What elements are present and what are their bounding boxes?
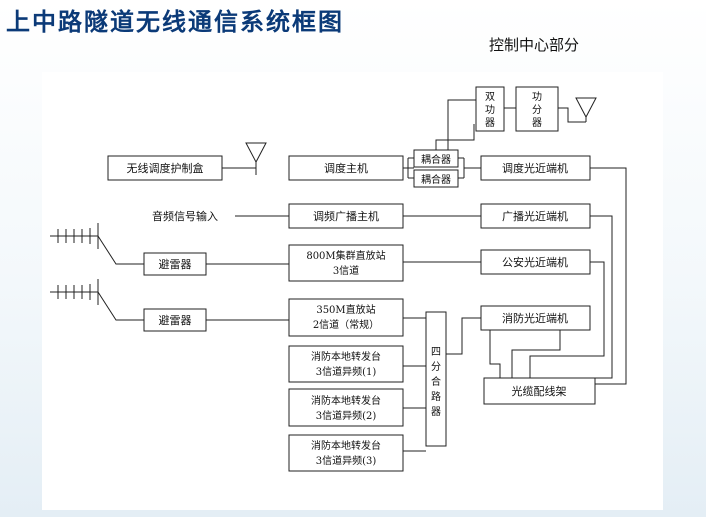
node-label: 无线调度护制盒 (127, 161, 204, 175)
node-label: 3信道异频(2) (316, 409, 377, 422)
diagram-subtitle: 控制中心部分 (489, 36, 580, 54)
coupler-node: 耦合器 (413, 149, 459, 168)
combiner-node: 四 分 合 路 器 (425, 311, 447, 447)
node-label: 器 (431, 406, 441, 418)
fire-fiber-node: 消防光近端机 (480, 305, 591, 331)
node-label: 路 (431, 390, 441, 403)
page-title: 上中路隧道无线通信系统框图 (6, 8, 344, 36)
lightning-arrester-node: 避雷器 (143, 308, 207, 332)
node-label: 2信道（常规） (313, 318, 379, 331)
dispatch-host-node: 调度主机 (288, 155, 404, 181)
node-label: 避雷器 (159, 313, 192, 327)
node-label: 消防本地转发台 (311, 394, 381, 407)
node-label: 避雷器 (159, 257, 192, 271)
node-label: 公安光近端机 (502, 255, 568, 269)
dual-amplifier-node: 双 功 器 (475, 86, 505, 132)
node-label: 调度主机 (324, 161, 368, 175)
coupler-node: 耦合器 (413, 169, 459, 188)
fire-local-repeater-node: 消防本地转发台 3信道异频(3) (288, 434, 404, 472)
fire-local-repeater-node: 消防本地转发台 3信道异频(2) (288, 388, 404, 427)
node-label: 器 (532, 117, 542, 129)
antenna-icon (575, 97, 597, 122)
node-label: 3信道 (333, 264, 359, 277)
repeater-350m-node: 350M直放站 2信道（常规） (288, 298, 404, 337)
node-label: 350M直放站 (316, 303, 375, 316)
dispatch-fiber-node: 调度光近端机 (480, 155, 591, 181)
wireless-control-box-node: 无线调度护制盒 (107, 155, 223, 181)
audio-input-label: 音频信号输入 (152, 209, 218, 223)
node-label: 调度光近端机 (502, 161, 568, 175)
node-label: 光缆配线架 (512, 384, 567, 398)
fm-broadcast-host-node: 调频广播主机 (288, 203, 404, 229)
node-label: 耦合器 (421, 173, 451, 186)
node-label: 双 (485, 91, 495, 103)
node-label: 3信道异频(3) (316, 454, 377, 467)
node-label: 800M集群直放站 (306, 249, 385, 262)
node-label: 器 (485, 117, 495, 129)
node-label: 分 (431, 361, 441, 373)
node-label: 耦合器 (421, 153, 451, 166)
node-label: 调频广播主机 (313, 209, 379, 223)
repeater-800m-node: 800M集群直放站 3信道 (288, 244, 404, 282)
node-label: 分 (532, 104, 542, 116)
yagi-antenna-icon (50, 223, 99, 249)
lightning-arrester-node: 避雷器 (143, 252, 207, 276)
power-divider-node: 功 分 器 (515, 86, 559, 132)
node-label: 消防本地转发台 (311, 350, 381, 363)
node-label: 广播光近端机 (502, 209, 568, 223)
optical-distribution-frame-node: 光缆配线架 (483, 377, 596, 405)
node-label: 功 (485, 104, 495, 116)
yagi-antenna-icon (50, 279, 99, 305)
node-label: 3信道异频(1) (316, 365, 377, 378)
node-label: 消防光近端机 (502, 311, 568, 325)
node-label: 功 (532, 91, 542, 103)
police-fiber-node: 公安光近端机 (480, 249, 591, 275)
fire-local-repeater-node: 消防本地转发台 3信道异频(1) (288, 345, 404, 383)
node-label: 四 (431, 347, 441, 358)
connector-lines (97, 99, 627, 452)
broadcast-fiber-node: 广播光近端机 (480, 203, 591, 229)
node-label: 合 (431, 375, 441, 388)
node-label: 消防本地转发台 (311, 439, 381, 452)
